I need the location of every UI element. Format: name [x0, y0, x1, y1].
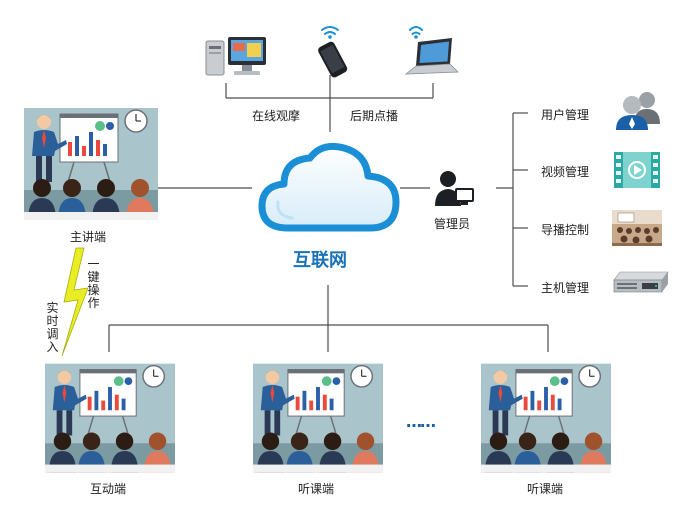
admin-user-icon: [435, 171, 474, 206]
cloud-icon: [258, 142, 400, 232]
lightning-bolt-icon: [61, 247, 89, 357]
ellipsis-indicator: ……: [406, 412, 436, 431]
classroom-photo-icon: [612, 210, 662, 246]
classroom-scene-listen-2: [481, 363, 611, 473]
smartphone-icon: [318, 26, 348, 78]
server-icon: [613, 271, 669, 293]
internet-label: 互联网: [293, 250, 347, 271]
admin-label: 管理员: [434, 217, 471, 231]
classroom-scene-interactive: [45, 363, 175, 473]
listening-end-label-1: 听课端: [298, 482, 335, 496]
one-key-operation-label: 一键操作: [87, 257, 100, 310]
video-management-label: 视频管理: [541, 165, 590, 179]
interactive-end-label: 互动端: [90, 482, 127, 496]
listening-end-label-2: 听课端: [527, 482, 564, 496]
classroom-scene-main: [24, 108, 158, 220]
host-management-label: 主机管理: [541, 281, 590, 295]
realtime-import-label: 实时调入: [46, 301, 59, 354]
online-viewing-label: 在线观摩: [252, 109, 301, 123]
laptop-icon: [404, 26, 459, 75]
vod-playback-label: 后期点播: [350, 109, 399, 123]
director-control-label: 导播控制: [541, 223, 590, 237]
main-speaker-label: 主讲端: [70, 230, 107, 244]
desktop-computer-icon: [205, 37, 266, 76]
film-icon: [614, 152, 660, 188]
classroom-scene-listen-1: [253, 363, 383, 473]
users-icon: [616, 92, 660, 130]
user-management-label: 用户管理: [541, 108, 590, 122]
